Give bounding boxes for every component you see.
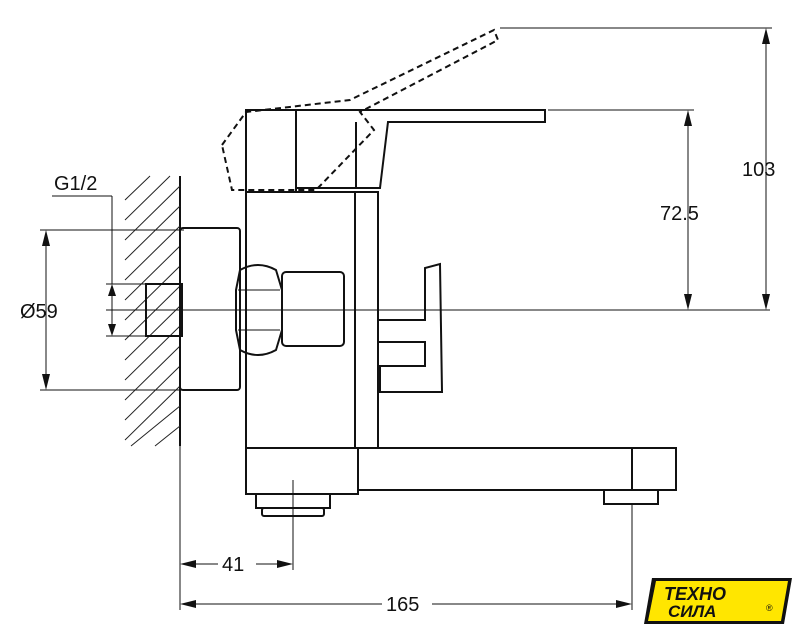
dim-thread: G1/2 xyxy=(52,173,146,337)
wall-hatching xyxy=(124,175,181,447)
lever-handle xyxy=(245,109,546,193)
dim-diameter: Ø59 xyxy=(20,229,184,391)
lever-raised-dashed xyxy=(220,28,500,191)
label-diameter: Ø59 xyxy=(20,301,58,323)
logo-line1: ТЕХНО xyxy=(664,584,726,604)
label-length: 165 xyxy=(386,594,419,616)
logo-background xyxy=(648,581,788,621)
label-height-lever: 72.5 xyxy=(660,203,699,225)
center-lines xyxy=(106,309,770,610)
dim-lever-height: 72.5 xyxy=(548,109,699,310)
dim-total-height: 103 xyxy=(500,27,775,310)
logo-registered-mark: ® xyxy=(766,603,773,613)
label-height-total: 103 xyxy=(742,159,775,181)
logo-line2: СИЛА xyxy=(668,602,716,621)
mixer-body xyxy=(245,191,379,449)
diverter-knob xyxy=(378,262,444,393)
dim-offset: 41 xyxy=(180,554,293,576)
hex-nut xyxy=(235,264,345,356)
label-thread: G1/2 xyxy=(54,173,97,195)
brand-logo: ТЕХНО СИЛА ® xyxy=(644,578,792,624)
spout xyxy=(245,447,677,505)
label-offset: 41 xyxy=(222,554,244,576)
dim-length: 165 xyxy=(180,594,632,616)
